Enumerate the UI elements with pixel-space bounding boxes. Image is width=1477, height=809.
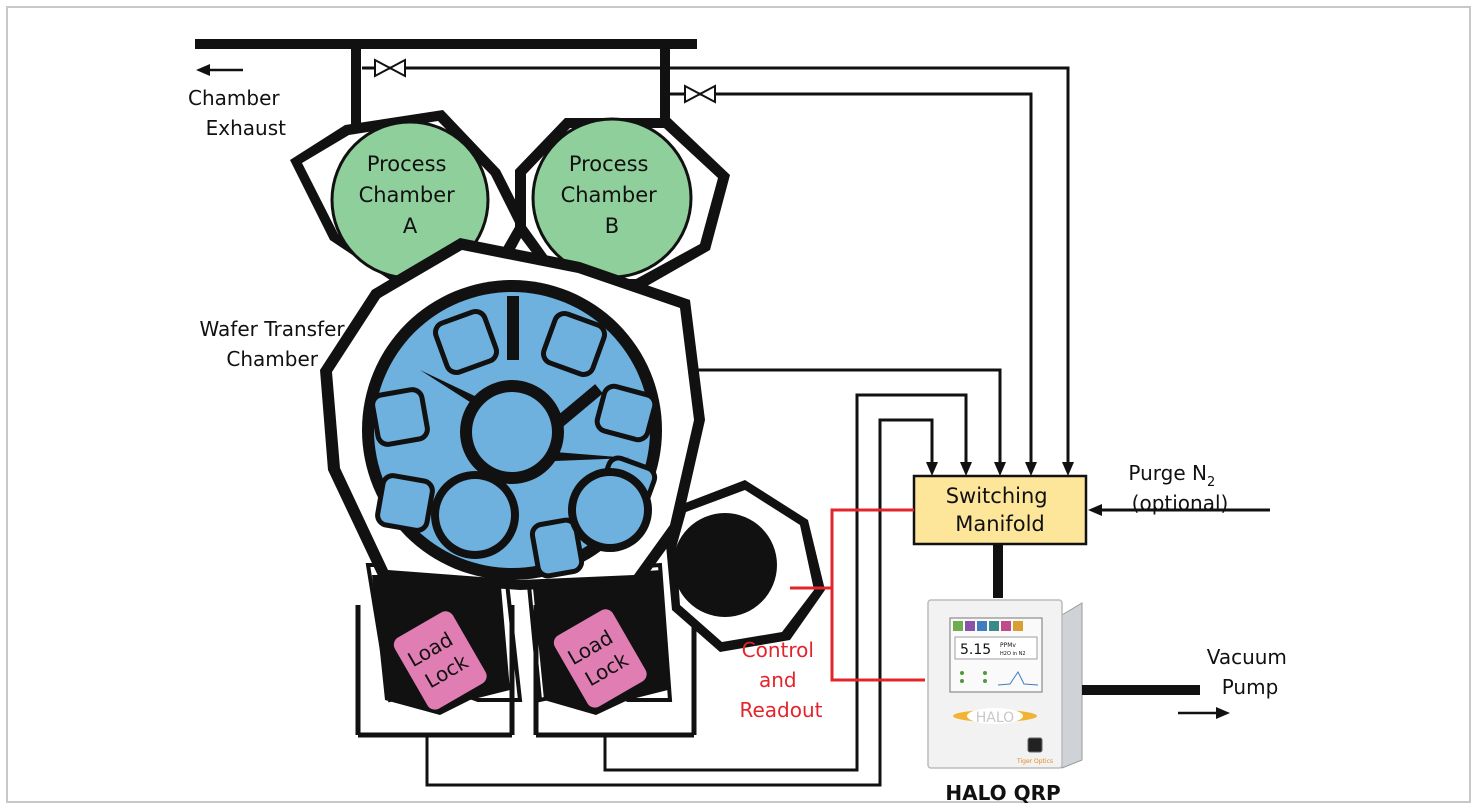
robot-arm <box>420 370 652 559</box>
process-chamber-b-label: Process Chamber B <box>561 152 664 238</box>
analyzer-reading: 5.15 <box>960 642 991 658</box>
slit-top <box>507 296 519 360</box>
halo-logo-text: HALO <box>976 710 1014 726</box>
sample-line-transfer <box>690 368 1006 476</box>
control-readout-label: Control and Readout <box>739 638 822 722</box>
process-chamber-a-label: Process Chamber A <box>359 152 462 238</box>
chamber-exhaust-label: Chamber Exhaust <box>188 86 286 140</box>
analyzer-sub-unit: H2O in N2 <box>1000 651 1026 657</box>
valve-b <box>684 84 716 104</box>
purge-line <box>1088 504 1270 516</box>
load-lock-right: Load Lock <box>525 562 697 738</box>
maker-logo: Tiger Optics <box>1016 758 1053 765</box>
control-lines <box>790 508 925 682</box>
sample-line-b <box>670 92 1037 476</box>
side-port <box>666 480 825 652</box>
diagram-frame <box>6 6 1471 803</box>
switching-manifold <box>912 474 1088 546</box>
sample-line-loadlock-right <box>603 393 972 772</box>
analyzer-name-label: HALO QRP <box>945 781 1060 805</box>
power-button[interactable] <box>1027 737 1043 753</box>
halo-qrp-analyzer: 5.15 PPMv H2O in N2 HALO Tiger Optics <box>927 599 1083 769</box>
sample-line-loadlock-left <box>425 418 938 787</box>
switching-manifold-label: Switching Manifold <box>946 484 1055 536</box>
vacuum-pump-label: Vacuum Pump <box>1207 645 1294 699</box>
valve-a <box>374 58 406 78</box>
sample-line-a <box>362 66 1074 476</box>
purge-label: Purge N2 (optional) <box>1128 461 1228 515</box>
load-lock-left-label: Load Lock <box>403 624 476 695</box>
exhaust-arrow <box>196 64 243 76</box>
wafer-transfer-label: Wafer Transfer Chamber <box>200 317 351 371</box>
vacuum-line <box>1082 685 1230 719</box>
analyzer-unit: PPMv <box>1000 642 1016 649</box>
load-lock-left: Load Lock <box>355 563 523 738</box>
